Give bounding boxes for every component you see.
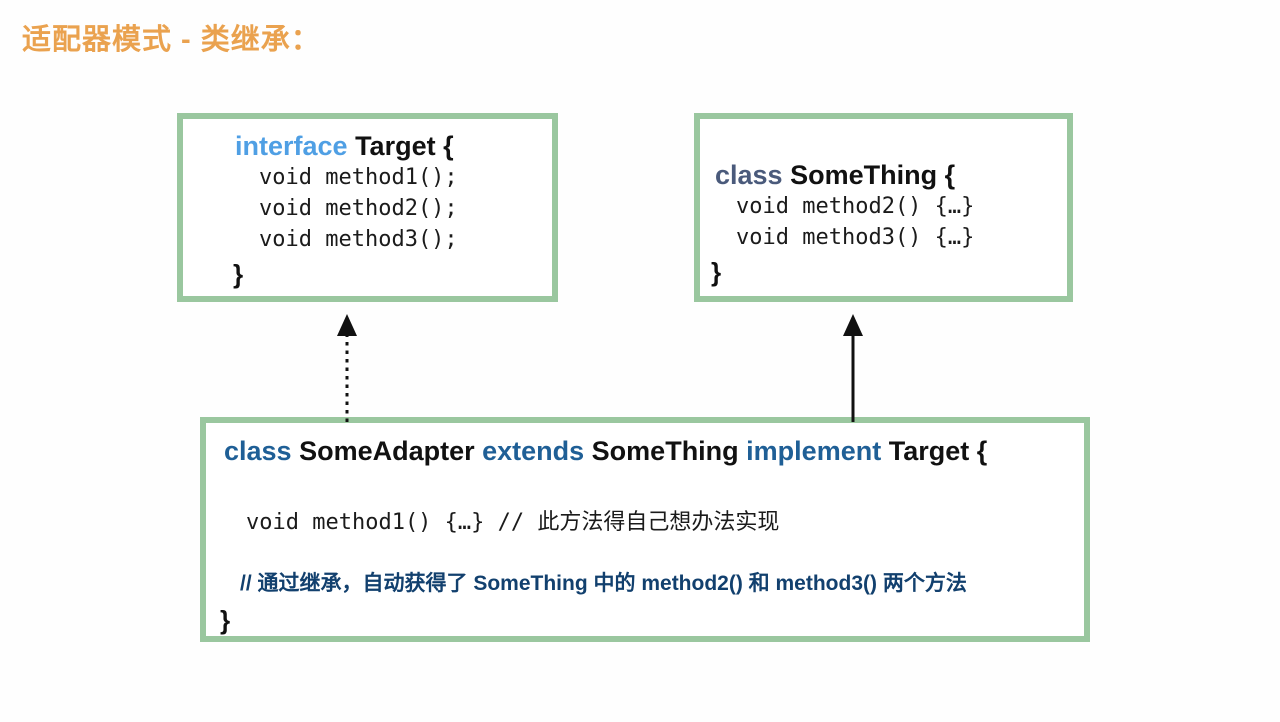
class-box-adapter: class SomeAdapter extends SomeThing impl…	[200, 417, 1090, 642]
adapter-signature-tail: Target {	[881, 436, 988, 466]
adapter-class-name: SomeAdapter	[291, 436, 483, 466]
arrow-implements-head	[337, 314, 357, 336]
keyword-class: class	[715, 160, 783, 190]
keyword-implement: implement	[746, 436, 882, 466]
something-close-brace: }	[711, 257, 722, 287]
adapter-method-1: void method1() {…} // 此方法得自己想办法实现	[246, 510, 780, 535]
something-signature: class SomeThing {	[715, 160, 955, 191]
adapter-close-brace: }	[220, 605, 231, 635]
target-close-brace: }	[233, 259, 244, 289]
keyword-class: class	[224, 436, 292, 466]
target-method-2: void method2();	[259, 196, 458, 221]
class-box-something: class SomeThing { void method2() {…} voi…	[694, 113, 1073, 302]
adapter-inheritance-comment: // 通过继承，自动获得了 SomeThing 中的 method2() 和 m…	[240, 572, 967, 595]
target-signature-rest: Target {	[347, 131, 454, 161]
arrow-extends-head	[843, 314, 863, 336]
something-method-2: void method2() {…}	[736, 194, 975, 219]
target-signature: interface Target {	[235, 131, 454, 162]
something-method-3: void method3() {…}	[736, 225, 975, 250]
something-signature-rest: SomeThing {	[782, 160, 956, 190]
adapter-super-name: SomeThing	[584, 436, 747, 466]
arrow-implements	[337, 314, 357, 422]
keyword-extends: extends	[482, 436, 585, 466]
class-box-target: interface Target { void method1(); void …	[177, 113, 558, 302]
target-method-1: void method1();	[259, 165, 458, 190]
keyword-interface: interface	[235, 131, 348, 161]
adapter-signature: class SomeAdapter extends SomeThing impl…	[224, 436, 987, 467]
arrow-extends	[843, 314, 863, 422]
target-method-3: void method3();	[259, 227, 458, 252]
page-title: 适配器模式 - 类继承：	[22, 24, 321, 56]
